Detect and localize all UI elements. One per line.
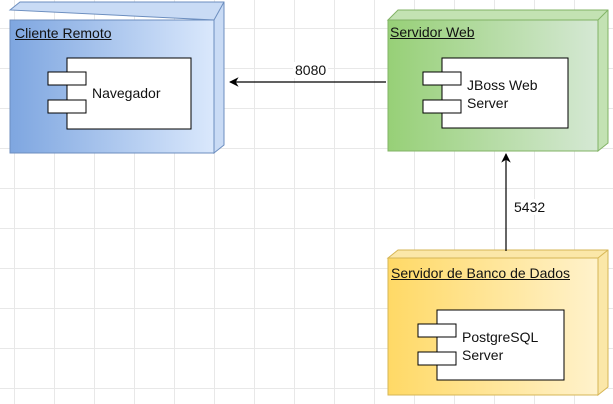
node-title-banco: Servidor de Banco de Dados bbox=[391, 265, 570, 281]
node-servidor-banco[interactable] bbox=[386, 249, 609, 397]
edge-label-8080: 8080 bbox=[293, 62, 329, 78]
node-title-cliente: Cliente Remoto bbox=[15, 25, 112, 41]
component-navegador[interactable] bbox=[47, 57, 192, 130]
component-label-navegador: Navegador bbox=[92, 85, 161, 101]
component-port-top bbox=[417, 323, 457, 338]
component-label-postgresql: PostgreSQL Server bbox=[462, 329, 539, 363]
component-port-top bbox=[47, 71, 87, 86]
component-label-jboss: JBoss Web Server bbox=[467, 77, 538, 111]
component-port-bottom bbox=[417, 351, 457, 366]
component-jboss[interactable] bbox=[422, 57, 569, 129]
node-servidor-web[interactable] bbox=[386, 9, 609, 153]
component-postgresql[interactable] bbox=[417, 309, 565, 381]
component-port-bottom bbox=[47, 99, 87, 114]
component-port-bottom bbox=[422, 99, 462, 114]
component-port-top bbox=[422, 71, 462, 86]
edge-label-5432: 5432 bbox=[512, 199, 548, 215]
node-cliente-remoto[interactable] bbox=[8, 1, 225, 155]
node-title-servidor-web: Servidor Web bbox=[390, 24, 475, 40]
